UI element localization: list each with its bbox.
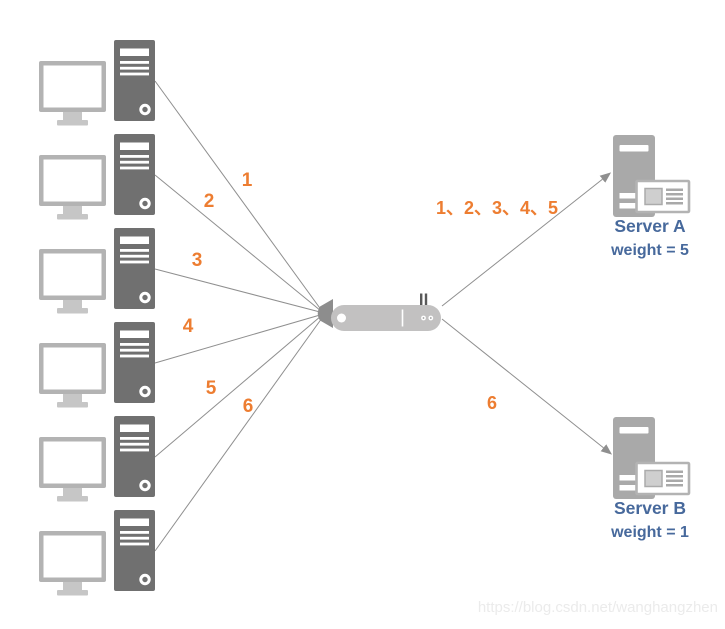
connection-line-6 [154,317,323,552]
connection-label-3: 3 [192,250,203,271]
connection-label-2: 2 [204,191,215,212]
watermark: https://blog.csdn.net/wanghangzhen [478,599,718,616]
client-workstation-icon [37,320,157,409]
client-workstation-icon [37,414,157,503]
connection-label-6: 6 [243,396,254,417]
router-antenna [424,293,428,306]
connection-line-5 [154,315,322,458]
flow-line-server-a [441,172,612,307]
server-a-icon [611,133,691,219]
server-a-name: Server A [614,216,686,236]
client-workstation-icon [37,508,157,597]
connection-label-5: 5 [206,378,217,399]
flow-line-server-b [441,318,613,455]
router-led-dot [422,317,425,319]
server-b-name: Server B [614,498,686,518]
flow-label-server-b: 6 [487,393,497,413]
connection-line-4 [154,314,321,364]
router-led-dot [429,317,432,319]
server-b-weight: weight = 1 [610,524,689,541]
router-inbound-arrowheads [317,299,333,328]
flow-label-server-a: 1、2、3、4、5 [436,198,558,218]
connection-line-2 [154,174,322,312]
server-b-icon [611,415,691,501]
router-antenna [420,293,423,306]
router-body [331,305,441,331]
router-port-light [337,313,346,323]
connection-label-4: 4 [183,316,194,337]
client-workstation-icon [37,226,157,315]
connection-label-1: 1 [242,170,253,191]
router-icon [317,293,441,331]
server-a-weight: weight = 5 [610,242,689,259]
client-workstation-icon [37,38,157,127]
client-workstation-icon [37,132,157,221]
connection-line-3 [154,268,321,313]
connection-line-1 [154,80,323,312]
